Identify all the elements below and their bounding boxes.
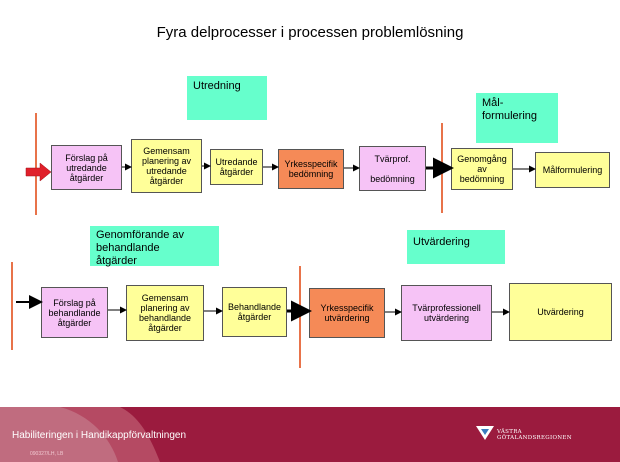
footer-band [0,407,620,462]
process-box-malformulering: Målformulering [535,152,610,188]
region-logo-icon [476,426,494,440]
process-box-utvardering: Utvärdering [509,283,612,341]
process-box-utredande-atgarder: Utredande åtgärder [210,149,263,185]
process-box-forslag-utredande: Förslag på utredande åtgärder [51,145,122,190]
process-box-tvarprof-bedomning: Tvärprof. bedömning [359,146,426,191]
region-logo-text: VÄSTRA GÖTALANDSREGIONEN [497,429,572,441]
footer-background [0,407,620,462]
process-box-behandlande-atgarder: Behandlande åtgärder [222,287,287,337]
process-box-forslag-behandlande: Förslag på behandlande åtgärder [41,287,108,338]
separator-line [35,113,37,215]
logo-line2: GÖTALANDSREGIONEN [497,435,572,441]
separator-line [11,262,13,350]
process-box-tvarprofessionell-utvardering: Tvärprofessionell utvärdering [401,285,492,341]
flow-arrows [16,157,536,322]
process-box-gemensam-planering-behandlande: Gemensam planering av behandlande åtgärd… [126,285,204,341]
logo-line1: VÄSTRA [497,429,522,435]
process-box-gemensam-planering-utredande: Gemensam planering av utredande åtgärder [131,139,202,193]
footer-code: 090327/LH, LB [30,451,64,457]
process-box-genomgang-bedomning: Genomgång av bedömning [451,148,513,190]
phase-label-utredning: Utredning [187,76,267,120]
phase-label-utvardering: Utvärdering [407,230,505,264]
slide-title: Fyra delprocesser i processen problemlös… [156,24,464,41]
phase-label-genomforande: Genomförande av behandlande åtgärder [90,226,219,267]
process-box-yrkesspecifik-bedomning: Yrkesspecifik bedömning [278,149,344,189]
process-box-yrkesspecifik-utvardering: Yrkesspecifik utvärdering [309,288,385,338]
red-start-arrow [25,162,52,182]
footer-organization-text: Habiliteringen i Handikappförvaltningen [12,430,186,441]
phase-label-malformulering: Mål- formulering [476,93,558,143]
